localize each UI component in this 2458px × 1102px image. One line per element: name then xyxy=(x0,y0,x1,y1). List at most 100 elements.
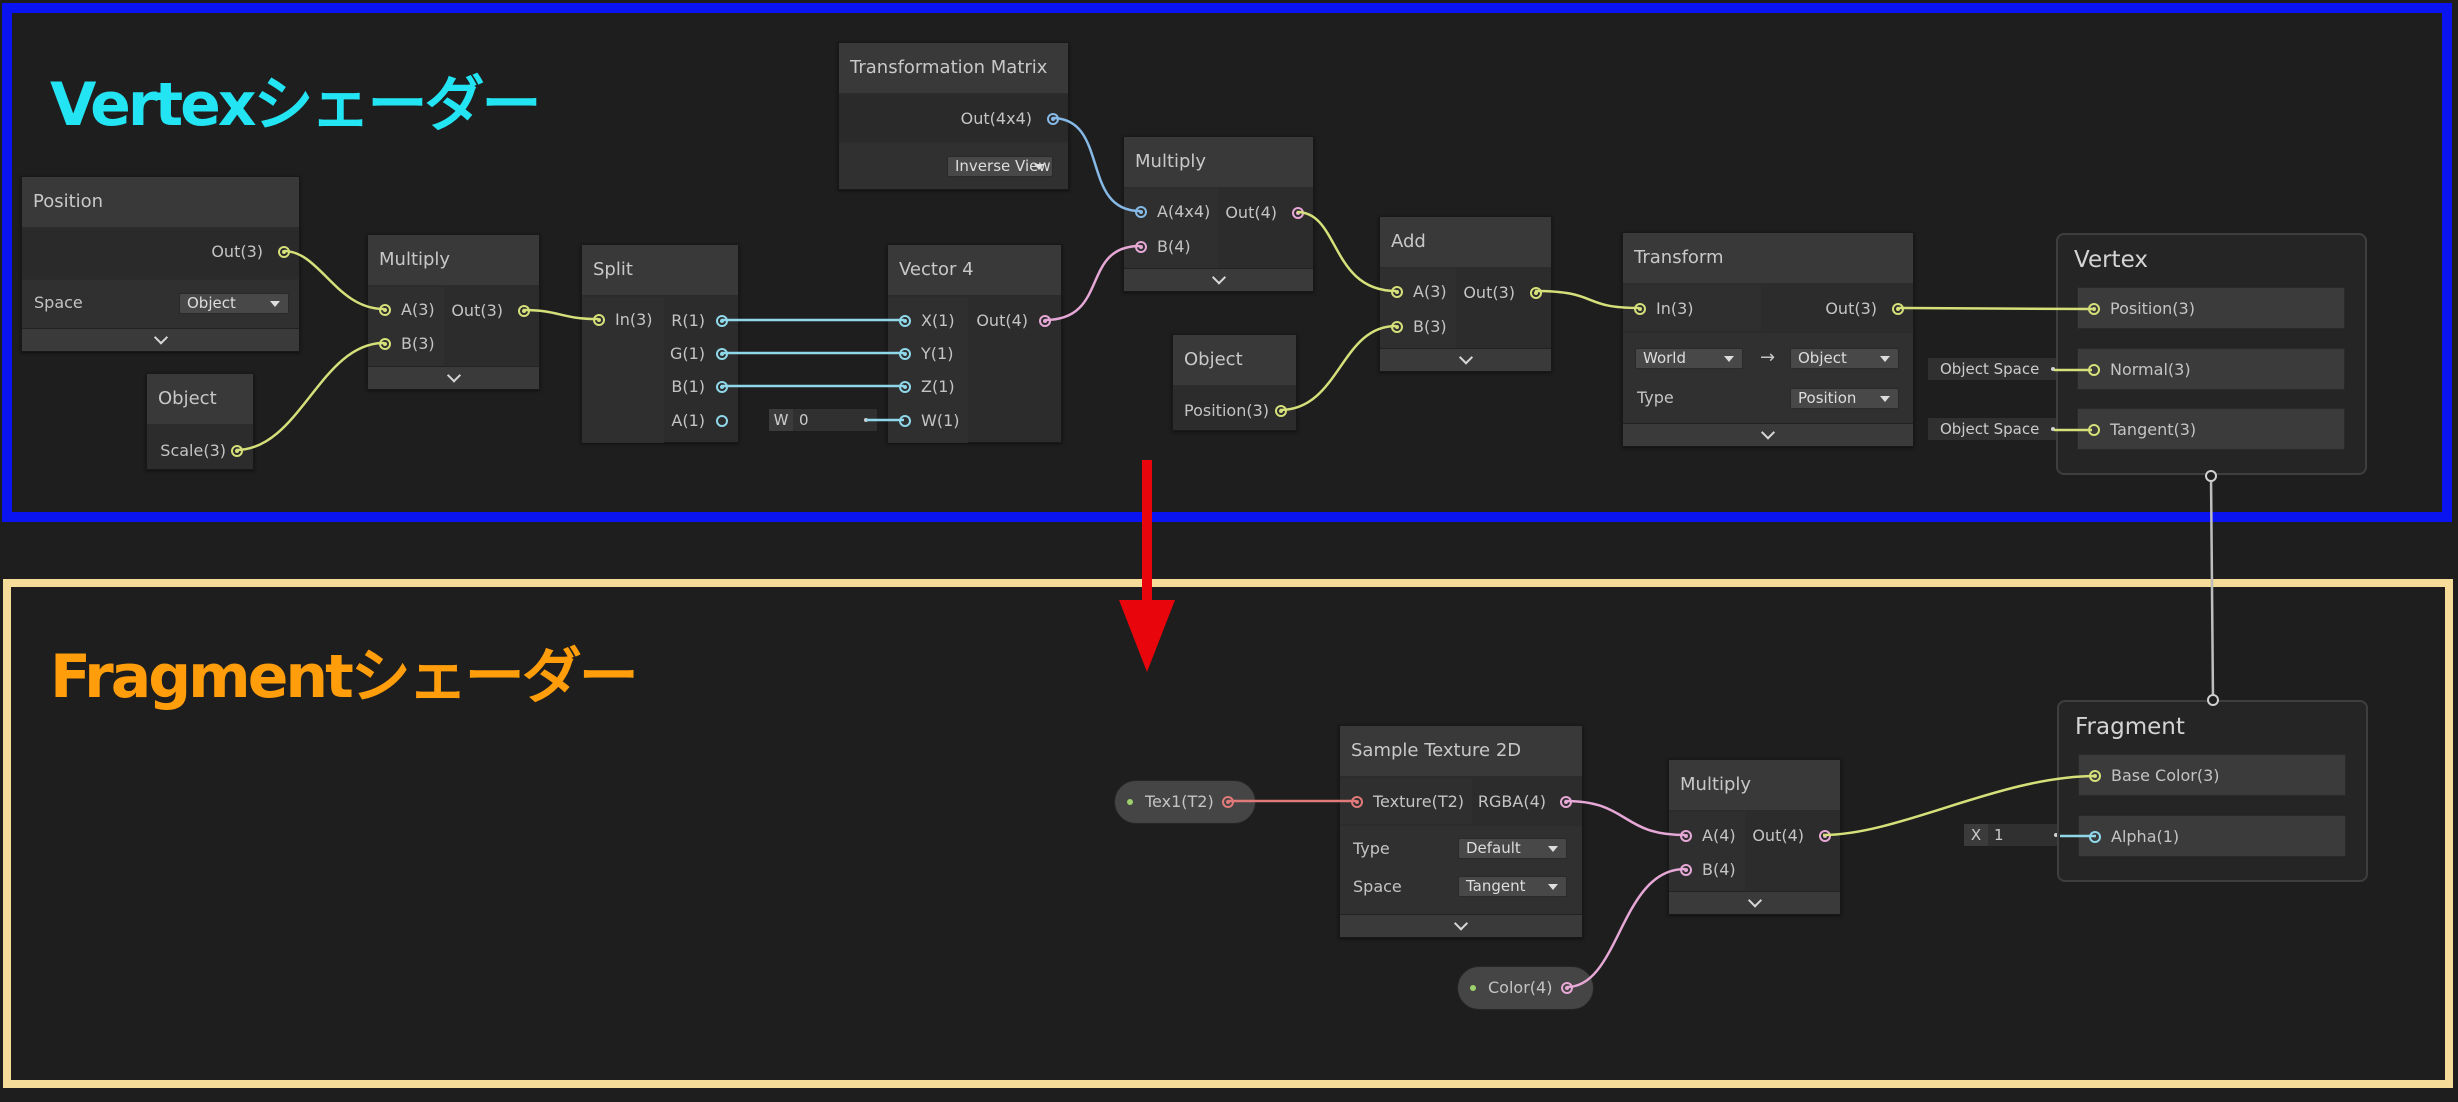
object-position-node[interactable]: Object Position(3) xyxy=(1172,334,1297,431)
input-label: In(3) xyxy=(615,310,653,329)
space-dropdown[interactable]: Object xyxy=(179,293,289,314)
tangent-default-field[interactable]: Object Space xyxy=(1927,417,2065,441)
vertex-master-node[interactable]: Vertex Position(3) Normal(3) Tangent(3) xyxy=(2056,233,2367,475)
output-label: Scale(3) xyxy=(160,441,226,460)
normal-slot[interactable]: Normal(3) xyxy=(2077,348,2345,390)
input-port-b[interactable] xyxy=(1391,321,1403,333)
w-value[interactable]: 0 xyxy=(799,411,809,429)
output-port[interactable] xyxy=(1292,207,1304,219)
input-port-a[interactable] xyxy=(379,304,391,316)
sample-texture-2d-node[interactable]: Sample Texture 2D Texture(T2) RGBA(4) Ty… xyxy=(1339,725,1583,938)
alpha-input-port[interactable] xyxy=(2089,831,2101,843)
connector-dot xyxy=(2051,367,2055,371)
base-color-slot[interactable]: Base Color(3) xyxy=(2078,754,2346,796)
input-x-label: X(1) xyxy=(921,311,955,330)
output-port[interactable] xyxy=(1039,315,1051,327)
w-key: W xyxy=(769,409,793,431)
conversion-arrow: → xyxy=(1760,347,1776,368)
position-input-port[interactable] xyxy=(2088,303,2100,315)
output-b-label: B(1) xyxy=(671,377,705,396)
object-scale-node[interactable]: Object Scale(3) xyxy=(146,373,254,470)
multiply-node-vertex-1[interactable]: Multiply A(3) B(3) Out(3) xyxy=(367,234,540,390)
position-node[interactable]: Position Out(3) Space Object xyxy=(21,176,300,352)
output-label: Out(4x4) xyxy=(960,109,1032,128)
normal-default-field[interactable]: Object Space xyxy=(1927,357,2065,381)
color-property-node[interactable]: Color(4) xyxy=(1457,966,1594,1010)
output-port[interactable] xyxy=(1222,796,1234,808)
space-label: Space xyxy=(34,293,83,312)
expand-button[interactable] xyxy=(1380,348,1551,371)
output-port[interactable] xyxy=(518,305,530,317)
space-dropdown[interactable]: Tangent xyxy=(1458,876,1567,897)
output-port[interactable] xyxy=(1819,830,1831,842)
texture-input-port[interactable] xyxy=(1351,796,1363,808)
expand-button[interactable] xyxy=(1623,423,1913,446)
transform-node[interactable]: Transform In(3) Out(3) World → Object Ty… xyxy=(1622,232,1914,447)
input-port-w[interactable] xyxy=(899,415,911,427)
rgba-output-port[interactable] xyxy=(1560,796,1572,808)
tangent-input-port[interactable] xyxy=(2088,424,2100,436)
input-b-label: B(3) xyxy=(401,334,435,353)
output-port-a[interactable] xyxy=(716,415,728,427)
normal-default-value: Object Space xyxy=(1940,360,2040,378)
fragment-master-node[interactable]: Fragment Base Color(3) Alpha(1) xyxy=(2057,700,2368,882)
output-port-g[interactable] xyxy=(716,348,728,360)
add-node[interactable]: Add A(3) B(3) Out(3) xyxy=(1379,216,1552,372)
w-input-field[interactable]: W 0 xyxy=(768,408,878,432)
split-node[interactable]: Split In(3) R(1) G(1) B(1) A(1) xyxy=(581,244,739,443)
flow-arrow-icon xyxy=(1119,460,1175,672)
output-port[interactable] xyxy=(1047,113,1059,125)
output-port[interactable] xyxy=(1530,287,1542,299)
alpha-slot[interactable]: Alpha(1) xyxy=(2078,815,2346,857)
output-port-r[interactable] xyxy=(716,315,728,327)
normal-input-port[interactable] xyxy=(2088,364,2100,376)
output-port[interactable] xyxy=(1892,303,1904,315)
input-port[interactable] xyxy=(1634,303,1646,315)
output-port[interactable] xyxy=(231,445,243,457)
base-color-input-port[interactable] xyxy=(2089,770,2101,782)
output-port[interactable] xyxy=(1275,405,1287,417)
multiply-node-vertex-2[interactable]: Multiply A(4x4) B(4) Out(4) xyxy=(1123,136,1314,292)
output-port[interactable] xyxy=(1561,982,1573,994)
output-label: Position(3) xyxy=(1184,401,1269,420)
slot-label: Position(3) xyxy=(2110,299,2195,318)
alpha-x-input-field[interactable]: X 1 xyxy=(1963,823,2068,847)
expand-button[interactable] xyxy=(1124,268,1313,291)
vector4-node[interactable]: Vector 4 X(1) Y(1) Z(1) W(1) Out(4) xyxy=(887,244,1062,443)
expand-button[interactable] xyxy=(1340,914,1582,937)
type-dropdown[interactable]: Default xyxy=(1458,838,1567,859)
to-space-dropdown[interactable]: Object xyxy=(1790,348,1899,369)
master-title: Vertex xyxy=(2074,247,2148,273)
expand-button[interactable] xyxy=(22,328,299,351)
input-port-b[interactable] xyxy=(1680,864,1692,876)
input-port-b[interactable] xyxy=(1135,241,1147,253)
output-port-b[interactable] xyxy=(716,381,728,393)
input-w-label: W(1) xyxy=(921,411,960,430)
output-label: RGBA(4) xyxy=(1477,792,1546,811)
input-port-x[interactable] xyxy=(899,315,911,327)
input-port[interactable] xyxy=(593,314,605,326)
multiply-node-fragment[interactable]: Multiply A(4) B(4) Out(4) xyxy=(1668,759,1841,915)
expand-button[interactable] xyxy=(368,366,539,389)
matrix-mode-dropdown[interactable]: Inverse View xyxy=(947,156,1053,177)
expand-button[interactable] xyxy=(1669,891,1840,914)
input-port-a[interactable] xyxy=(1135,206,1147,218)
x-value[interactable]: 1 xyxy=(1994,826,2004,844)
position-slot[interactable]: Position(3) xyxy=(2077,287,2345,329)
input-port-a[interactable] xyxy=(1391,286,1403,298)
type-dropdown[interactable]: Position xyxy=(1790,388,1899,409)
from-space-dropdown[interactable]: World xyxy=(1635,348,1743,369)
property-label: Tex1(T2) xyxy=(1145,792,1214,811)
transformation-matrix-node[interactable]: Transformation Matrix Out(4x4) Inverse V… xyxy=(838,42,1069,190)
input-port-a[interactable] xyxy=(1680,830,1692,842)
tangent-slot[interactable]: Tangent(3) xyxy=(2077,408,2345,450)
tex1-property-node[interactable]: Tex1(T2) xyxy=(1114,780,1256,824)
output-port[interactable] xyxy=(278,246,290,258)
input-port-b[interactable] xyxy=(379,338,391,350)
input-port-y[interactable] xyxy=(899,348,911,360)
output-label: Out(4) xyxy=(1225,203,1277,222)
node-title: Split xyxy=(582,245,738,295)
output-label: Out(3) xyxy=(1825,299,1877,318)
slot-label: Alpha(1) xyxy=(2111,827,2180,846)
input-port-z[interactable] xyxy=(899,381,911,393)
